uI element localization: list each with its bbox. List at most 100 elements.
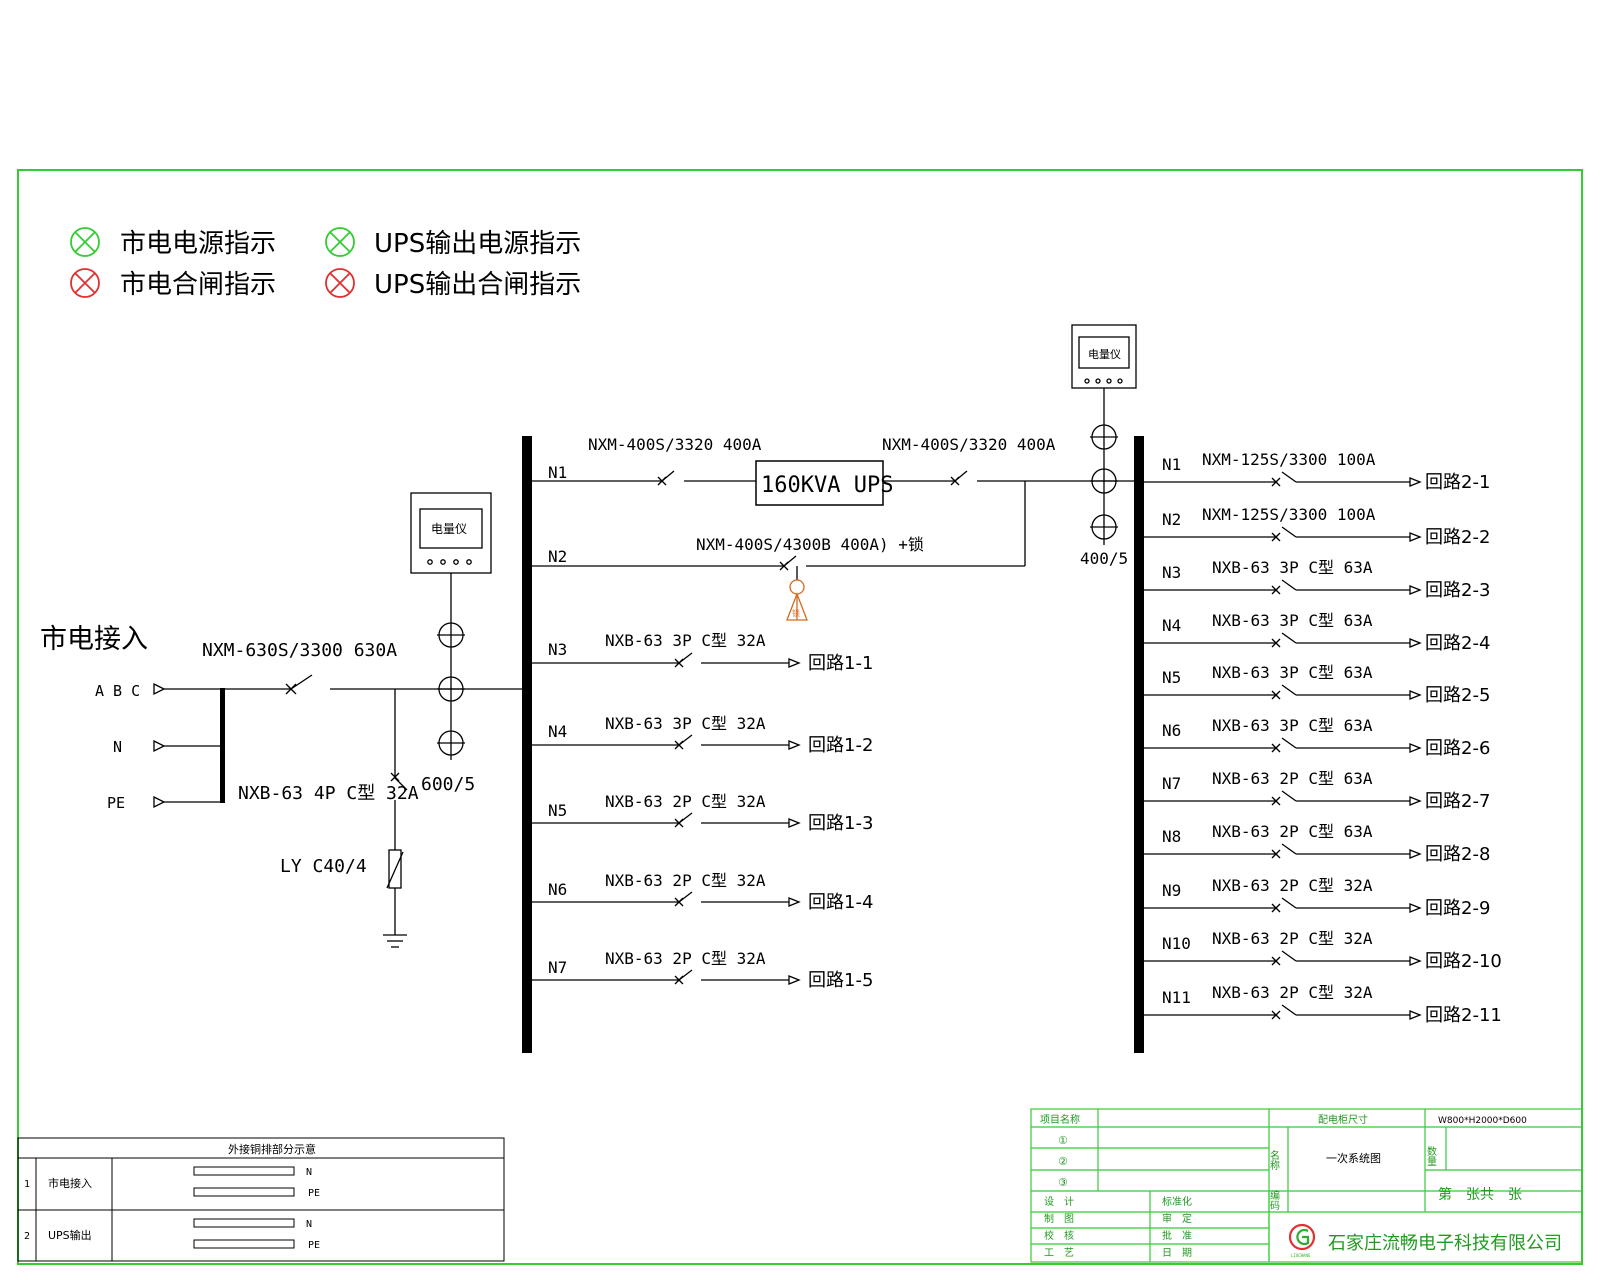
bus1-branch-id: N7 bbox=[548, 958, 567, 977]
breaker-switch-icon bbox=[532, 891, 801, 907]
copper-row-no: 2 bbox=[24, 1231, 30, 1242]
copper-row-name: UPS输出 bbox=[48, 1228, 92, 1242]
bus2-breaker-label: NXB-63 3P C型 63A bbox=[1212, 558, 1373, 577]
bus2-branch-id: N3 bbox=[1162, 563, 1181, 582]
tb-right-role: 审 定 bbox=[1162, 1212, 1192, 1225]
breaker-switch-icon bbox=[532, 969, 801, 985]
tb-sheet: 第 张共 张 bbox=[1438, 1186, 1522, 1203]
ups-out-breaker-icon bbox=[883, 470, 1134, 486]
breaker-switch-icon bbox=[1144, 471, 1422, 487]
main-breaker-label: NXM-630S/3300 630A bbox=[202, 640, 397, 661]
tb-qty-label: 数量 bbox=[1425, 1145, 1437, 1166]
breaker-switch-icon bbox=[532, 734, 801, 750]
spd-branch bbox=[383, 689, 408, 948]
ups-box bbox=[755, 460, 884, 506]
bus2-dest-label: 回路2-5 bbox=[1425, 685, 1490, 706]
legend-label-mains-power: 市电电源指示 bbox=[120, 229, 276, 259]
bus1-dest-label: 回路1-2 bbox=[808, 735, 873, 756]
bus2-dest-label: 回路2-7 bbox=[1425, 791, 1490, 812]
tb-code-label: 编码 bbox=[1268, 1189, 1280, 1211]
breaker-switch-icon bbox=[532, 812, 801, 828]
bus2-dest-label: 回路2-8 bbox=[1425, 844, 1490, 865]
indicator-green-2-icon bbox=[325, 227, 355, 257]
ups-label: 160KVA UPS bbox=[761, 473, 893, 498]
lock-icon bbox=[786, 579, 808, 621]
bus1-breaker-label: NXB-63 3P C型 32A bbox=[605, 631, 766, 650]
phase-abc-label: A B C bbox=[95, 682, 140, 700]
indicator-green-1-icon bbox=[70, 227, 100, 257]
bus2-branch-id: N11 bbox=[1162, 988, 1191, 1007]
bus2-breaker-label: NXB-63 3P C型 63A bbox=[1212, 716, 1373, 735]
meter-2-label: 电量仪 bbox=[1088, 348, 1121, 361]
bus2-breaker-label: NXB-63 2P C型 32A bbox=[1212, 983, 1373, 1002]
bus1-branch-id: N6 bbox=[548, 880, 567, 899]
ups-out-breaker-label: NXM-400S/3320 400A bbox=[882, 435, 1056, 454]
busbar-2 bbox=[1134, 436, 1144, 1053]
interlock-breaker-icon bbox=[532, 481, 1026, 580]
bus2-breaker-label: NXB-63 2P C型 63A bbox=[1212, 822, 1373, 841]
copper-table-title: 外接铜排部分示意 bbox=[228, 1142, 316, 1156]
copper-row-name: 市电接入 bbox=[48, 1176, 92, 1190]
bus1-breaker-label: NXM-400S/4300B 400A) +锁 bbox=[696, 535, 924, 554]
bus1-branch-id: N2 bbox=[548, 547, 567, 566]
bus1-breaker-label: NXB-63 3P C型 32A bbox=[605, 714, 766, 733]
breaker-switch-icon bbox=[1144, 843, 1422, 859]
bus1-branch-id: N1 bbox=[548, 463, 567, 482]
bus2-branch-id: N2 bbox=[1162, 510, 1181, 529]
spd-label: LY C40/4 bbox=[280, 856, 367, 877]
copper-row-bar2: PE bbox=[308, 1188, 320, 1199]
bus2-dest-label: 回路2-3 bbox=[1425, 580, 1490, 601]
breaker-switch-icon bbox=[532, 470, 756, 486]
ct-1-ratio: 600/5 bbox=[421, 774, 475, 795]
tb-cabinet-size-label: 配电柜尺寸 bbox=[1318, 1113, 1368, 1126]
bus2-breaker-label: NXB-63 2P C型 32A bbox=[1212, 929, 1373, 948]
indicator-red-1-icon bbox=[70, 268, 100, 298]
bus1-dest-label: 回路1-5 bbox=[808, 970, 873, 991]
legend-label-ups-closing: UPS输出合闸指示 bbox=[374, 270, 581, 300]
bus2-breaker-label: NXM-125S/3300 100A bbox=[1202, 450, 1376, 469]
bus2-branch-id: N10 bbox=[1162, 934, 1191, 953]
legend-label-mains-closing: 市电合闸指示 bbox=[120, 270, 276, 300]
bus1-branch-id: N3 bbox=[548, 640, 567, 659]
tb-left-role: 工 艺 bbox=[1044, 1247, 1074, 1259]
bus1-branch-id: N4 bbox=[548, 722, 567, 741]
bus2-breaker-label: NXB-63 3P C型 63A bbox=[1212, 663, 1373, 682]
copper-row-no: 1 bbox=[24, 1179, 30, 1190]
copper-row-bar1: N bbox=[306, 1219, 312, 1230]
legend-label-ups-power: UPS输出电源指示 bbox=[374, 229, 581, 259]
bus1-breaker-label: NXB-63 2P C型 32A bbox=[605, 871, 766, 890]
breaker-switch-icon bbox=[1144, 897, 1422, 913]
bus2-breaker-label: NXB-63 2P C型 32A bbox=[1212, 876, 1373, 895]
bus2-dest-label: 回路2-1 bbox=[1425, 472, 1490, 493]
copper-row-bar1: N bbox=[306, 1167, 312, 1178]
incoming-title: 市电接入 bbox=[40, 624, 148, 655]
drawing-frame bbox=[17, 169, 1583, 1265]
tb-left-role: 制 图 bbox=[1044, 1212, 1074, 1225]
breaker-switch-icon bbox=[1144, 790, 1422, 806]
bus2-dest-label: 回路2-2 bbox=[1425, 527, 1490, 548]
bus2-branch-id: N6 bbox=[1162, 721, 1181, 740]
busbar-1 bbox=[522, 436, 532, 1053]
breaker-switch-icon bbox=[1144, 579, 1422, 595]
bus1-dest-label: 回路1-3 bbox=[808, 813, 873, 834]
tb-c1: ① bbox=[1058, 1134, 1068, 1147]
bus2-branch-id: N1 bbox=[1162, 455, 1181, 474]
indicator-red-2-icon bbox=[325, 268, 355, 298]
bus2-branch-id: N9 bbox=[1162, 881, 1181, 900]
meter-2-icon bbox=[1071, 324, 1137, 545]
breaker-switch-icon bbox=[1144, 684, 1422, 700]
tb-name-label: 名称 bbox=[1268, 1149, 1280, 1171]
ct-2-ratio: 400/5 bbox=[1080, 549, 1128, 568]
meter-1-icon bbox=[410, 492, 492, 760]
breaker-switch-icon bbox=[1144, 1004, 1422, 1020]
bus2-breaker-label: NXB-63 3P C型 63A bbox=[1212, 611, 1373, 630]
company-logo-icon: LIUCHANG bbox=[1288, 1223, 1316, 1258]
copper-bar-table bbox=[17, 1137, 505, 1262]
bus2-dest-label: 回路2-9 bbox=[1425, 898, 1490, 919]
bus1-branch-id: N5 bbox=[548, 801, 567, 820]
tb-right-role: 日 期 bbox=[1162, 1247, 1192, 1259]
logo-text: LIUCHANG bbox=[1291, 1253, 1311, 1258]
bus2-branch-id: N5 bbox=[1162, 668, 1181, 687]
terminal-wires bbox=[164, 688, 290, 803]
title-block-texts: 项目名称 ① ② ③ 配电柜尺寸 W800*H2000*D600 名称 一次系统… bbox=[1040, 1113, 1562, 1259]
